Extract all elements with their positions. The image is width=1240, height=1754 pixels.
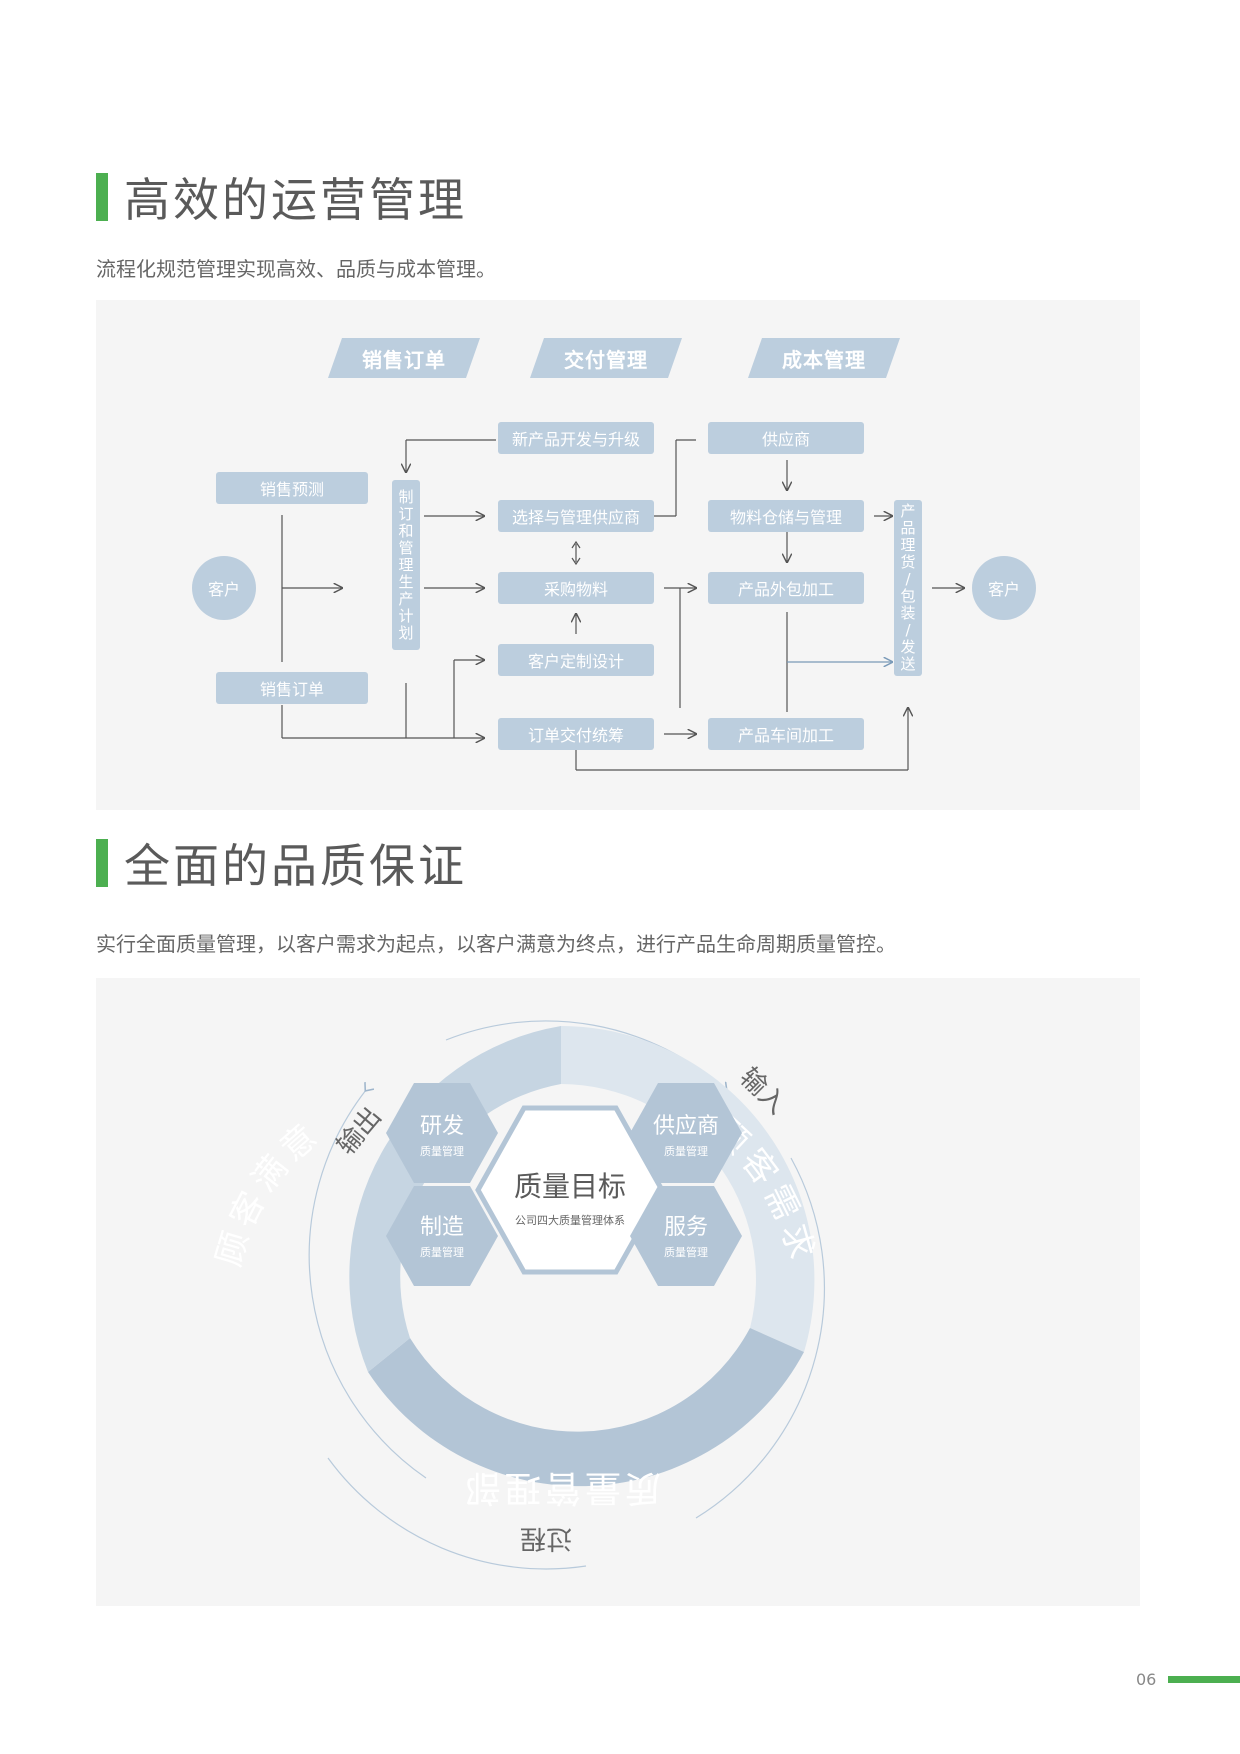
- outer-bottom-label: 过程: [520, 1523, 572, 1553]
- svg-text:质量管理: 质量管理: [664, 1245, 708, 1259]
- sales-forecast-box: 销售预测: [216, 472, 368, 504]
- svg-text:顾客满意: 顾客满意: [209, 1113, 329, 1271]
- flow-connectors: [281, 439, 1140, 771]
- section2-heading: 全面的品质保证: [96, 838, 467, 893]
- section1-heading: 高效的运营管理: [96, 172, 467, 227]
- center-subtitle: 公司四大质量管理体系: [515, 1213, 625, 1227]
- header-cost: 成本管理: [748, 338, 900, 378]
- section1-desc: 流程化规范管理实现高效、品质与成本管理。: [96, 257, 496, 281]
- heading-accent-bar: [96, 839, 108, 887]
- section1-title: 高效的运营管理: [124, 173, 467, 227]
- customer-right: 客户: [972, 556, 1036, 620]
- sales-order-box: 销售订单: [216, 672, 368, 704]
- ring-bottom-text: 质量管理部: [461, 1467, 661, 1508]
- custom-design-box: 客户定制设计: [498, 644, 654, 676]
- svg-text:制造: 制造: [420, 1215, 464, 1240]
- hex-supplier: 供应商 质量管理: [630, 1083, 742, 1183]
- section2-title: 全面的品质保证: [124, 839, 467, 893]
- svg-text:质量管理: 质量管理: [664, 1144, 708, 1158]
- ring-left-text: 顾客满意: [209, 1113, 323, 1271]
- svg-text:供应商: 供应商: [653, 1114, 719, 1139]
- select-supplier-box: 选择与管理供应商: [498, 500, 654, 532]
- outsourced-processing-box: 产品外包加工: [708, 572, 864, 604]
- section2-desc: 实行全面质量管理，以客户需求为起点，以客户满意为终点，进行产品生命周期质量管控。: [96, 932, 896, 956]
- workshop-processing-box: 产品车间加工: [708, 718, 864, 750]
- outer-left-label: 输出: [331, 1102, 387, 1161]
- center-title: 质量目标: [514, 1170, 626, 1203]
- material-storage-box: 物料仓储与管理: [708, 500, 864, 532]
- operations-flow-panel: 销售订单 交付管理 成本管理: [96, 300, 1140, 810]
- header-delivery: 交付管理: [530, 338, 682, 378]
- svg-text:质量管理: 质量管理: [420, 1144, 464, 1158]
- page-accent-bar: [1168, 1676, 1240, 1683]
- quality-diagram: 顾客满意 顾客需求 质量管理部 输出 输入 过程 质量目标 公司四大质量管理体系…: [209, 1020, 825, 1570]
- hex-rd: 研发 质量管理: [386, 1083, 498, 1183]
- customer-left: 客户: [192, 556, 256, 620]
- hex-service: 服务 质量管理: [630, 1186, 742, 1286]
- quality-panel: 顾客满意 顾客需求 质量管理部 输出 输入 过程 质量目标 公司四大质量管理体系…: [96, 978, 1140, 1606]
- purchase-material-box: 采购物料: [498, 572, 654, 604]
- order-delivery-box: 订单交付统筹: [498, 718, 654, 750]
- page-number: 06: [1136, 1670, 1157, 1689]
- header-sales-order: 销售订单: [328, 338, 480, 378]
- svg-text:服务: 服务: [664, 1215, 708, 1240]
- new-product-dev-box: 新产品开发与升级: [498, 422, 654, 454]
- hex-manufacturing: 制造 质量管理: [386, 1186, 498, 1286]
- production-plan-box: 制订和管理生产计划: [392, 480, 420, 650]
- svg-text:质量管理: 质量管理: [420, 1245, 464, 1259]
- supplier-box: 供应商: [708, 422, 864, 454]
- product-delivery-box: 产品理货/包装/发送: [894, 500, 922, 676]
- heading-accent-bar: [96, 173, 108, 221]
- svg-text:研发: 研发: [420, 1114, 464, 1139]
